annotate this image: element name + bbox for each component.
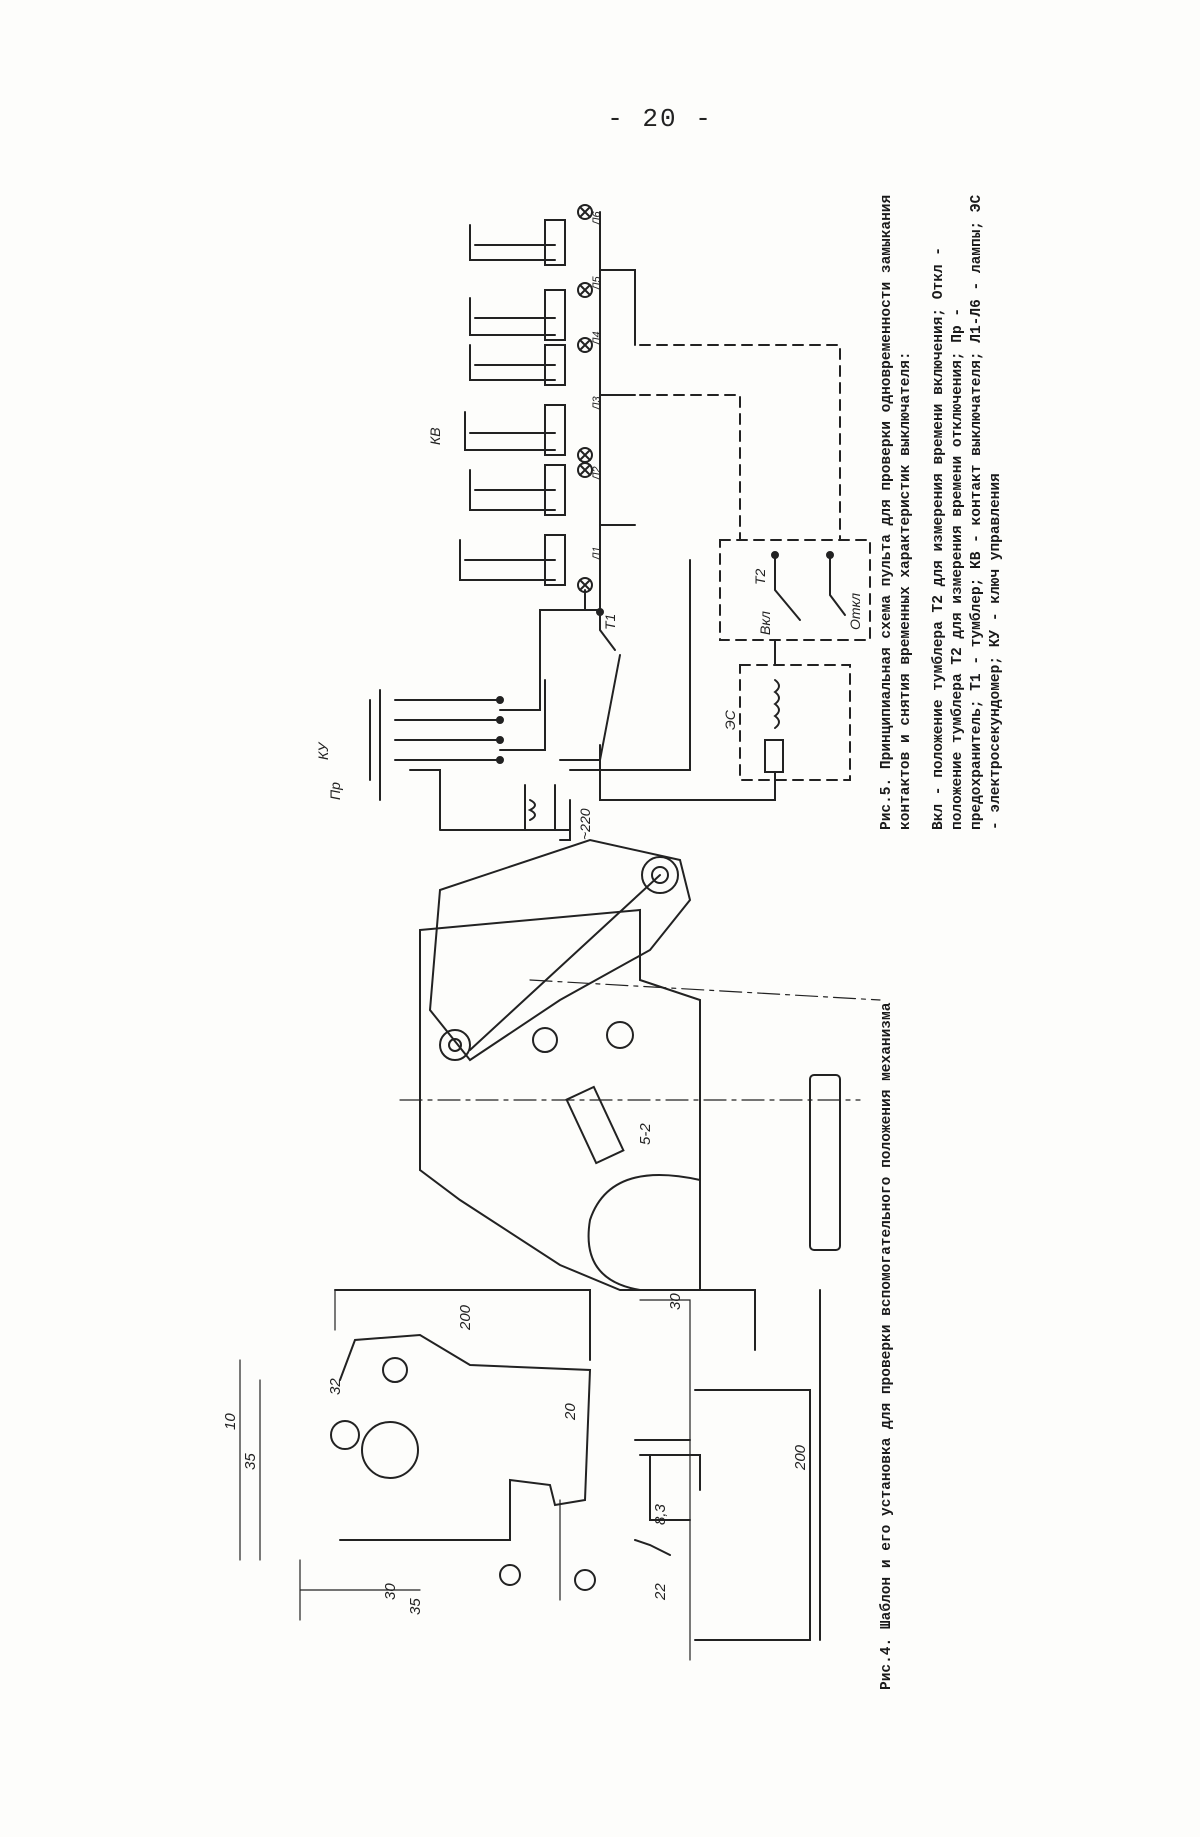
dim-200-top: 200 xyxy=(457,1304,474,1331)
figure4-dimensions: 200 200 30 10 35 32 20 30 35 22 8,3 5-2 xyxy=(222,1123,809,1615)
label-kv: КВ xyxy=(427,427,443,445)
control-key xyxy=(369,609,601,831)
dim-30-bottom: 30 xyxy=(382,1583,399,1600)
label-lamp-5: Л5 xyxy=(591,275,603,291)
contact-outlines xyxy=(459,224,556,581)
lamps xyxy=(577,204,593,593)
label-lamp-6: Л6 xyxy=(591,210,603,226)
label-lamp-4: Л4 xyxy=(591,331,603,346)
figure5-labels: КВ КУ Т1 Т2 Вкл Откл ЭС Пр ~220 Л1 Л2 Л3… xyxy=(315,210,863,840)
label-es: ЭС xyxy=(722,709,738,730)
label-ku: КУ xyxy=(315,741,331,760)
dim-10: 10 xyxy=(222,1413,239,1430)
label-vkl: Вкл xyxy=(757,611,773,635)
dim-22: 22 xyxy=(652,1583,669,1601)
label-otkl: Откл xyxy=(847,593,863,630)
dim-35-bottom: 35 xyxy=(407,1598,424,1615)
dim-32: 32 xyxy=(327,1378,344,1395)
figure5-caption: Рис.5. Принципиальная схема пульта для п… xyxy=(879,194,914,830)
figure5-caption-block: Рис.5. Принципиальная схема пульта для п… xyxy=(878,190,1006,830)
figure5-legend: Вкл - положение тумблера Т2 для измерени… xyxy=(931,194,1004,830)
label-pr: Пр xyxy=(327,782,343,800)
label-lamp-1: Л1 xyxy=(591,546,603,561)
dim-30-top: 30 xyxy=(667,1293,684,1310)
label-t1: Т1 xyxy=(602,614,618,630)
contact-bars xyxy=(544,219,566,586)
dim-8-3: 8,3 xyxy=(652,1503,669,1525)
dim-200-base: 200 xyxy=(792,1444,809,1471)
dim-5-2: 5-2 xyxy=(637,1123,654,1145)
label-lamp-2: Л2 xyxy=(591,466,603,481)
dim-20: 20 xyxy=(562,1403,579,1421)
figure5-schematic xyxy=(369,204,871,841)
dim-35: 35 xyxy=(242,1453,259,1470)
label-t2: Т2 xyxy=(752,568,768,585)
label-lamp-3: Л3 xyxy=(591,395,603,411)
figure4-caption: Рис.4. Шаблон и его установка для провер… xyxy=(879,1002,895,1690)
figure4-mechanism xyxy=(239,838,881,1661)
label-v220: ~220 xyxy=(577,808,593,840)
page-number: - 20 - xyxy=(607,104,713,134)
